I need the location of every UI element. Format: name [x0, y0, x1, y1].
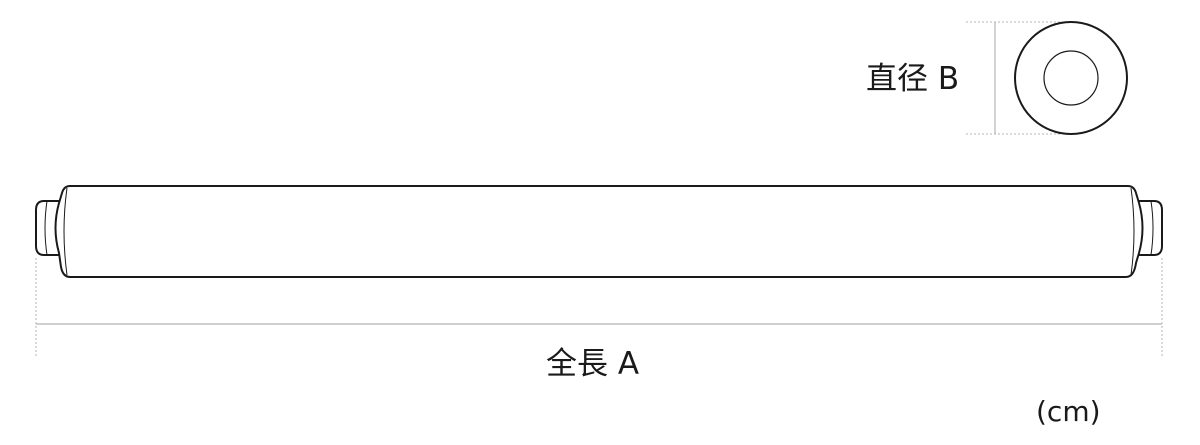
length-label: 全長 A: [546, 346, 640, 382]
right-end-cap: [1138, 200, 1163, 256]
end-view: [966, 21, 1128, 135]
roller-body: [54, 185, 1144, 278]
roller-left-edge: [63, 187, 68, 276]
side-view: [35, 185, 1163, 278]
roller-right-edge: [1130, 187, 1135, 276]
left-end-cap-edge: [44, 200, 48, 256]
diameter-label: 直径 B: [866, 61, 960, 97]
length-dimension: [35, 258, 1163, 356]
right-end-cap-edge: [1150, 200, 1154, 256]
left-end-cap: [35, 200, 60, 256]
unit-label: (cm): [1036, 395, 1101, 428]
inner-core-circle: [1043, 50, 1099, 106]
